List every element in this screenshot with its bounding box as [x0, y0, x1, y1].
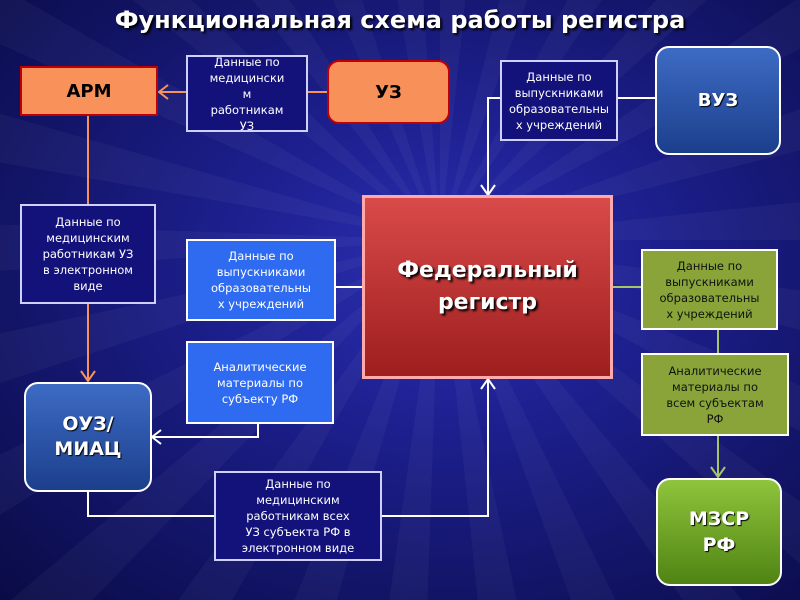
- label-line: Данные по: [676, 258, 743, 273]
- label-line: всем субъектам: [666, 395, 764, 410]
- label-line: материалы по: [217, 375, 303, 390]
- label-line: Аналитические: [213, 359, 307, 374]
- label-line: Данные по: [228, 249, 294, 263]
- mzsr-rf-line-1: МЗСР: [688, 508, 750, 530]
- label-line: медицинским: [256, 493, 340, 507]
- label-analytics-all-subjects: Аналитические материалы по всем субъекта…: [641, 353, 789, 436]
- slide-title: Функциональная схема работы регистра: [114, 6, 686, 34]
- label-line: образовательны: [509, 101, 609, 116]
- vuz-label: ВУЗ: [697, 90, 739, 111]
- label-line: выпускниками: [665, 274, 754, 289]
- arrowhead-ouz-side: [150, 429, 162, 445]
- federal-registry-node: Федеральный регистр: [362, 195, 613, 379]
- mzsr-rf-line-2: РФ: [702, 534, 736, 556]
- label-line: УЗ: [239, 118, 255, 133]
- label-line: Данные по: [214, 54, 280, 69]
- arm-node: АРМ: [20, 66, 158, 116]
- label-line: работникам УЗ: [42, 247, 134, 261]
- label-line: образовательны: [659, 290, 760, 305]
- label-line: УЗ субъекта РФ в: [245, 525, 351, 539]
- vuz-node: ВУЗ: [655, 46, 781, 155]
- label-line: х учреждений: [217, 297, 305, 311]
- label-all-subject-data: Данные по медицинским работникам всех УЗ…: [214, 471, 382, 561]
- label-line: выпускниками: [216, 265, 306, 279]
- connector-ouz-to-label: [87, 492, 214, 517]
- label-uz-to-arm: Данные по медицински м работникам УЗ: [186, 54, 308, 133]
- label-line: Аналитические: [668, 363, 762, 378]
- label-line: образовательны: [211, 281, 311, 295]
- label-federal-graduates-left: Данные по выпускниками образовательны х …: [186, 239, 336, 321]
- label-arm-electronic: Данные по медицинским работникам УЗ в эл…: [20, 204, 156, 304]
- label-line: виде: [73, 279, 103, 293]
- arrowhead-ouz: [80, 370, 96, 383]
- label-vuz-graduates: Данные по выпускниками образовательны х …: [500, 60, 618, 141]
- label-line: м: [242, 86, 252, 101]
- connector-label-to-federal-bottom: [382, 379, 489, 517]
- connector-analytics-to-ouz: [152, 424, 259, 438]
- label-line: электронном виде: [241, 541, 355, 555]
- label-line: материалы по: [672, 379, 758, 394]
- label-line: Данные по: [526, 69, 592, 84]
- label-analytics-subject: Аналитические материалы по субъекту РФ: [186, 341, 334, 424]
- ouz-miac-line-2: МИАЦ: [54, 438, 122, 460]
- ouz-miac-node: ОУЗ/ МИАЦ: [24, 382, 152, 492]
- arrowhead-federal-bottom: [480, 377, 496, 390]
- arrowhead-mzsr: [710, 466, 726, 479]
- label-line: х учреждений: [666, 306, 753, 321]
- label-line: медицинским: [46, 231, 130, 245]
- label-line: выпускниками: [514, 85, 604, 100]
- label-line: Данные по: [55, 215, 121, 229]
- uz-label: УЗ: [375, 81, 402, 103]
- arm-label: АРМ: [66, 80, 112, 102]
- arrowhead-arm: [157, 84, 169, 100]
- ouz-miac-line-1: ОУЗ/: [62, 413, 114, 435]
- connector-label-to-federal: [487, 97, 500, 194]
- mzsr-rf-node: МЗСР РФ: [656, 478, 782, 586]
- federal-registry-line-2: регистр: [437, 290, 538, 315]
- label-line: Данные по: [265, 477, 331, 491]
- label-line: РФ: [706, 411, 724, 426]
- label-line: медицински: [209, 70, 285, 85]
- label-line: в электронном: [43, 263, 133, 277]
- label-line: субъекту РФ: [221, 391, 299, 406]
- uz-node: УЗ: [327, 60, 450, 124]
- label-line: работникам: [210, 102, 284, 117]
- label-line: работникам всех: [246, 509, 350, 523]
- label-federal-graduates-right: Данные по выпускниками образовательны х …: [641, 249, 778, 330]
- federal-registry-line-1: Федеральный: [397, 258, 578, 283]
- label-line: х учреждений: [515, 117, 603, 132]
